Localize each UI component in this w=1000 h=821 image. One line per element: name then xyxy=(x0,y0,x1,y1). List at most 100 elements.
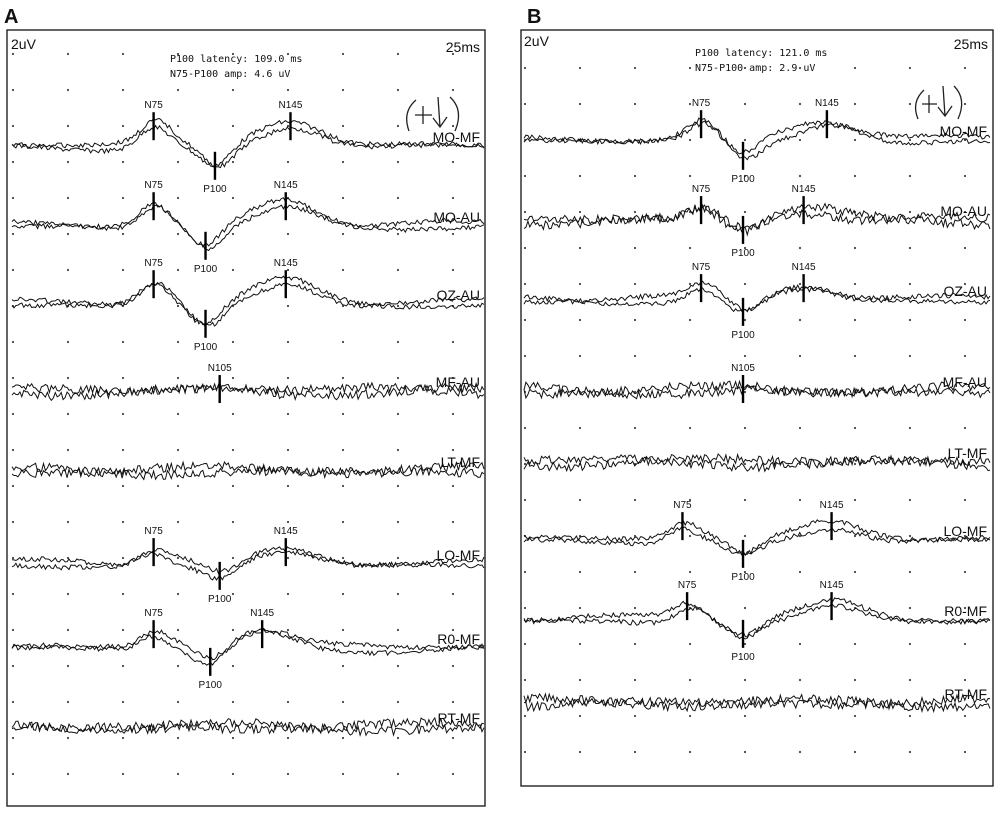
grid-dot xyxy=(451,160,455,164)
grid-dot xyxy=(341,268,345,272)
grid-dot xyxy=(396,664,400,668)
trace-replicate xyxy=(11,204,485,252)
grid-dot xyxy=(451,376,455,380)
grid-dot xyxy=(798,246,802,250)
grid-dot xyxy=(798,678,802,682)
panel-b-channels: N75P100N145MO-MFN75P100N145MO-AUN75P100N… xyxy=(523,98,991,714)
trace-original xyxy=(11,275,485,327)
peak-label-n145: N145 xyxy=(815,98,839,109)
grid-dot xyxy=(798,174,802,178)
channel-rt-mf: RT-MF xyxy=(11,710,485,738)
peak-label-n75: N75 xyxy=(678,580,697,591)
trace-original xyxy=(11,550,485,581)
grid-dot xyxy=(66,664,70,668)
grid-dot xyxy=(633,102,637,106)
grid-dot xyxy=(908,66,912,70)
grid-dot xyxy=(176,628,180,632)
grid-dot xyxy=(523,318,527,322)
grid-dot xyxy=(396,376,400,380)
grid-dot xyxy=(121,520,125,524)
grid-dot xyxy=(121,160,125,164)
grid-dot xyxy=(798,66,802,70)
trace-original xyxy=(11,628,485,666)
grid-dot xyxy=(633,282,637,286)
grid-dot xyxy=(523,102,527,106)
grid-dot xyxy=(633,534,637,538)
trace-replicate xyxy=(523,597,991,638)
peak-label-n145: N145 xyxy=(250,608,274,619)
grid-dot xyxy=(578,66,582,70)
grid-dot xyxy=(231,376,235,380)
grid-dot xyxy=(853,66,857,70)
grid-dot xyxy=(231,232,235,236)
grid-dot xyxy=(11,448,15,452)
grid-dot xyxy=(688,426,692,430)
peak-label-n75: N75 xyxy=(144,526,163,537)
grid-dot xyxy=(451,772,455,776)
grid-dot xyxy=(66,484,70,488)
grid-dot xyxy=(908,534,912,538)
panel-a-handwritten-annotation xyxy=(406,96,460,132)
grid-dot xyxy=(688,534,692,538)
grid-dot xyxy=(578,210,582,214)
grid-dot xyxy=(578,642,582,646)
peak-label-p100: P100 xyxy=(731,330,755,341)
grid-dot xyxy=(688,498,692,502)
grid-dot xyxy=(11,664,15,668)
grid-dot xyxy=(341,628,345,632)
grid-dot xyxy=(963,606,967,610)
grid-dot xyxy=(743,714,747,718)
grid-dot xyxy=(853,534,857,538)
grid-dot xyxy=(578,498,582,502)
grid-dot xyxy=(11,484,15,488)
grid-dot xyxy=(231,448,235,452)
trace-replicate xyxy=(11,117,485,169)
grid-dot xyxy=(231,592,235,596)
grid-dot xyxy=(853,642,857,646)
grid-dot xyxy=(743,462,747,466)
grid-dot xyxy=(66,556,70,560)
grid-dot xyxy=(908,678,912,682)
grid-dot xyxy=(908,606,912,610)
grid-dot xyxy=(341,700,345,704)
trace-original xyxy=(523,204,991,237)
panel-b-annotation-paren-left xyxy=(914,89,925,120)
grid-dot xyxy=(11,556,15,560)
grid-dot xyxy=(396,700,400,704)
grid-dot xyxy=(11,232,15,236)
peak-label-p100: P100 xyxy=(731,652,755,663)
grid-dot xyxy=(176,484,180,488)
grid-dot xyxy=(121,268,125,272)
panel-a-annotation-paren-left xyxy=(406,99,417,132)
trace-replicate xyxy=(11,281,485,327)
grid-dot xyxy=(66,340,70,344)
grid-dot xyxy=(908,570,912,574)
grid-dot xyxy=(451,232,455,236)
grid-dot xyxy=(286,268,290,272)
channel-label: RT-MF xyxy=(944,686,987,702)
peak-label-n145: N145 xyxy=(820,580,844,591)
grid-dot xyxy=(633,426,637,430)
grid-dot xyxy=(798,534,802,538)
grid-dot xyxy=(231,160,235,164)
grid-dot xyxy=(523,354,527,358)
grid-dot xyxy=(341,448,345,452)
grid-dot xyxy=(286,124,290,128)
grid-dot xyxy=(451,124,455,128)
grid-dot xyxy=(908,102,912,106)
grid-dot xyxy=(578,714,582,718)
channel-rt-mf: RT-MF xyxy=(523,686,991,714)
grid-dot xyxy=(688,642,692,646)
channel-label: OZ-AU xyxy=(436,287,480,303)
grid-dot xyxy=(11,772,15,776)
grid-dot xyxy=(798,750,802,754)
grid-dot xyxy=(853,102,857,106)
grid-dot xyxy=(523,426,527,430)
grid-dot xyxy=(908,750,912,754)
grid-dot xyxy=(286,340,290,344)
